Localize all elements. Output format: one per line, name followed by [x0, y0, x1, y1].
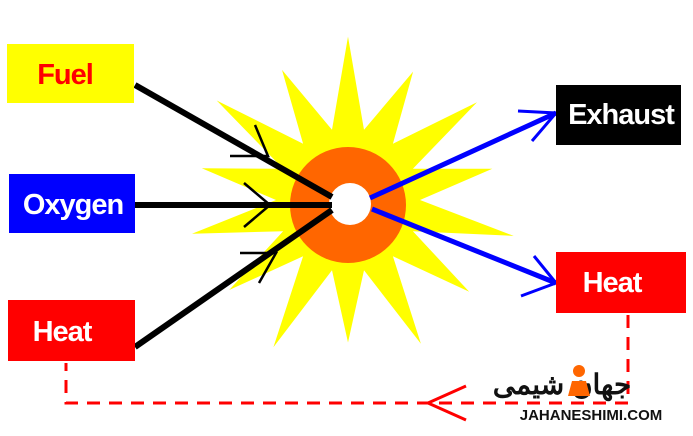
heat-output-arrow	[371, 206, 557, 286]
watermark-logo: جهان شیمی JAHANESHIMI.COM	[493, 365, 663, 424]
fuel-arrowhead-icon	[230, 124, 270, 158]
exhaust-label: Exhaust	[568, 99, 675, 131]
flame-core	[329, 183, 371, 225]
feedback-arrowhead-icon	[424, 384, 467, 422]
fuel-arrow	[133, 82, 334, 200]
flame-burst	[192, 36, 514, 348]
heat-output-box: Heat	[556, 252, 686, 313]
watermark-brand-persian: جهان شیمی	[493, 369, 632, 402]
exhaust-box: Exhaust	[556, 85, 681, 145]
heat-feedback-loop	[64, 315, 630, 422]
heat-output-label: Heat	[583, 267, 643, 299]
heat-input-arrow	[133, 207, 334, 350]
oxygen-arrowhead-icon	[243, 182, 272, 228]
heat-input-box: Heat	[8, 300, 135, 361]
watermark-site: JAHANESHIMI.COM	[520, 407, 663, 424]
flask-icon	[568, 365, 590, 396]
fuel-box: Fuel	[7, 44, 134, 103]
oxygen-box: Oxygen	[9, 174, 135, 233]
input-arrows	[133, 82, 334, 350]
oxygen-label: Oxygen	[23, 189, 123, 221]
exhaust-arrow	[368, 110, 558, 201]
fuel-label: Fuel	[37, 59, 93, 91]
heat-input-arrowhead-icon	[240, 251, 279, 284]
feedback-line	[64, 315, 630, 405]
heat-input-label: Heat	[33, 316, 93, 348]
